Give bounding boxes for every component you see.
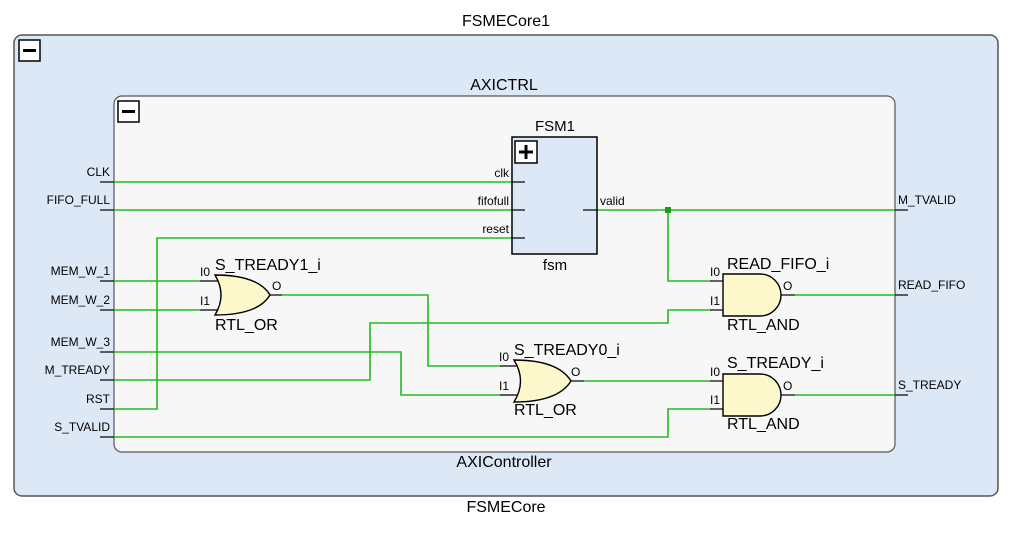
outer-collapse-icon[interactable] <box>18 39 41 62</box>
port-mem-w-3[interactable]: MEM_W_3 <box>51 335 111 349</box>
gate-s-tready-type: RTL_AND <box>727 416 800 433</box>
fsm-pin-fifofull: fifofull <box>478 194 509 208</box>
gate-read-fifo-type: RTL_AND <box>727 317 800 334</box>
inner-instance-label: AXICTRL <box>470 77 538 94</box>
or-gate-s-tready1[interactable] <box>200 274 282 316</box>
port-fifo-full[interactable]: FIFO_FULL <box>47 193 111 207</box>
port-read-fifo[interactable]: READ_FIFO <box>898 278 965 292</box>
gate-s-tready1-type: RTL_OR <box>215 317 278 334</box>
net-rst <box>114 237 512 410</box>
port-m-tvalid[interactable]: M_TVALID <box>898 193 956 207</box>
fsm-cell-label: fsm <box>543 257 567 274</box>
gate-s-tready-o: O <box>783 379 792 393</box>
gate-s-tready-i0: I0 <box>710 365 720 379</box>
net-junction-dot <box>665 207 671 213</box>
output-ports <box>895 209 908 396</box>
gate-s-tready1-i0: I0 <box>200 265 210 279</box>
net-valid-branch <box>667 210 710 282</box>
fsm-pin-reset: reset <box>482 222 509 236</box>
fsm-pin-clk: clk <box>494 166 510 180</box>
gate-s-tready0-i1: I1 <box>499 379 509 393</box>
gate-read-fifo-i1: I1 <box>710 294 720 308</box>
gate-s-tready1-i1: I1 <box>200 294 210 308</box>
and-gate-read-fifo[interactable] <box>710 273 795 317</box>
port-mem-w-2[interactable]: MEM_W_2 <box>51 293 111 307</box>
fsm-instance-label: FSM1 <box>535 118 575 135</box>
gate-s-tready1-name: S_TREADY1_i <box>215 257 321 274</box>
or-gate-s-tready0[interactable] <box>500 359 584 403</box>
inner-collapse-icon[interactable] <box>117 100 140 123</box>
gate-s-tready0-name: S_TREADY0_i <box>514 342 620 359</box>
gate-s-tready0-i0: I0 <box>499 350 509 364</box>
net-s-tready1-out <box>282 294 500 367</box>
gate-s-tready0-o: O <box>571 365 580 379</box>
port-s-tvalid[interactable]: S_TVALID <box>54 420 110 434</box>
gate-read-fifo-o: O <box>783 279 792 293</box>
fsm-pin-stubs <box>512 181 597 239</box>
gate-s-tready0-type: RTL_OR <box>514 402 577 419</box>
port-s-tready[interactable]: S_TREADY <box>898 378 961 392</box>
port-m-tready[interactable]: M_TREADY <box>45 363 110 377</box>
gate-read-fifo-name: READ_FIFO_i <box>727 256 829 273</box>
gate-read-fifo-i0: I0 <box>710 265 720 279</box>
gate-s-tready-i1: I1 <box>710 393 720 407</box>
port-mem-w-1[interactable]: MEM_W_1 <box>51 264 111 278</box>
port-rst[interactable]: RST <box>86 392 111 406</box>
inner-cell-label: AXIController <box>456 454 552 471</box>
port-clk[interactable]: CLK <box>87 165 110 179</box>
input-ports <box>100 181 114 438</box>
outer-instance-label: FSMECore1 <box>462 13 550 30</box>
fsm-pin-valid: valid <box>600 194 625 208</box>
and-gate-s-tready[interactable] <box>710 373 795 417</box>
net-s-tvalid <box>114 408 710 438</box>
inner-block[interactable] <box>113 95 896 453</box>
fsm-expand-icon[interactable] <box>514 140 538 164</box>
gate-s-tready-name: S_TREADY_i <box>727 355 824 372</box>
net-m-tready <box>114 309 710 381</box>
gate-s-tready1-o: O <box>272 279 281 293</box>
outer-cell-label: FSMECore <box>466 499 545 516</box>
net-mem-w-3 <box>114 351 500 396</box>
nets <box>114 181 895 438</box>
